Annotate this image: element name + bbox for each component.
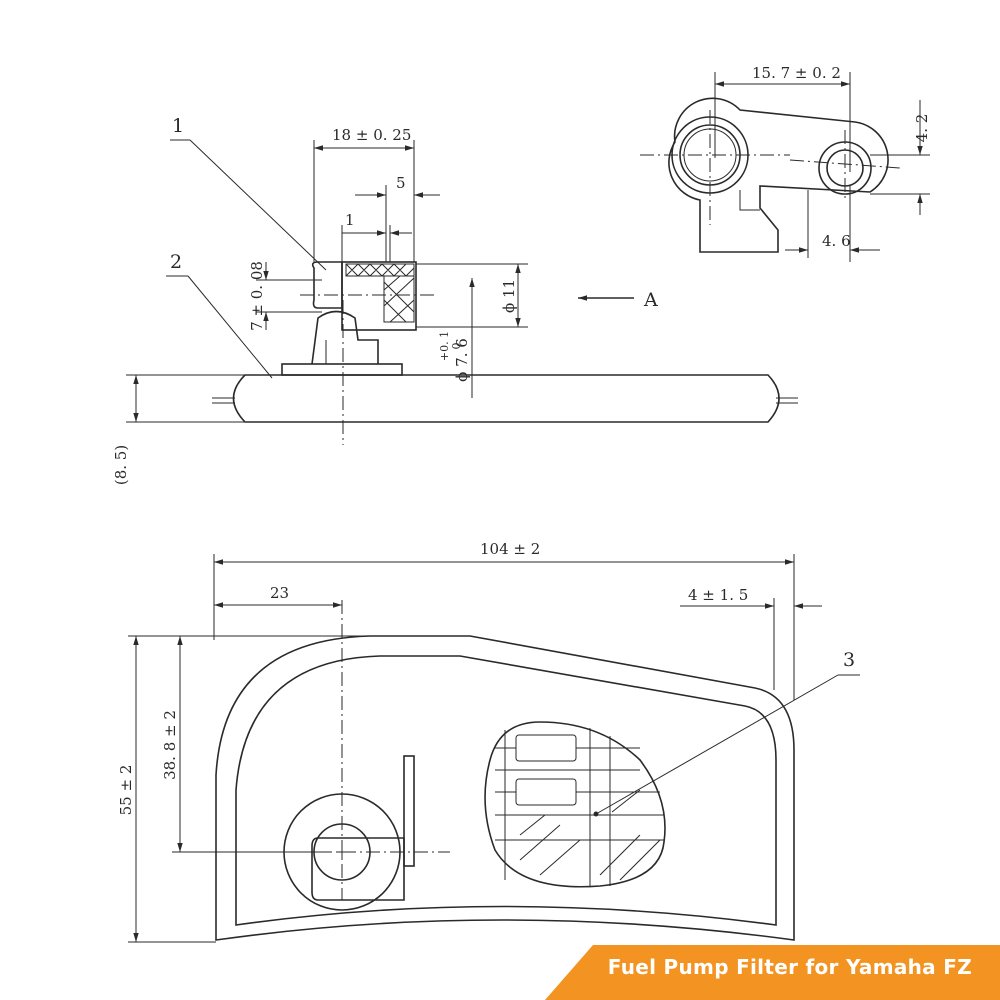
view-arrow-label: A — [643, 289, 658, 311]
dim-edge-offset: 4 ± 1. 5 — [688, 586, 748, 604]
plan-view: 104 ± 2 23 4 ± 1. 5 38. 8 ± 2 55 ± 2 3 — [117, 540, 860, 943]
mesh-pattern — [495, 728, 664, 886]
callout-1: 1 — [172, 115, 184, 137]
dim-center-offset: 23 — [270, 584, 289, 602]
dim-top-small: 4. 6 — [822, 232, 851, 250]
callout-3: 3 — [843, 649, 855, 671]
dim-thickness: (8. 5) — [112, 445, 130, 485]
dim-outlet-length: 18 ± 0. 25 — [332, 126, 411, 144]
dim-outlet-1: 1 — [345, 211, 355, 229]
hatched-band — [345, 263, 415, 323]
dim-outlet-offset: 7 ± 0. 08 — [248, 261, 266, 331]
dim-outlet-5: 5 — [396, 174, 406, 192]
banner-title: Fuel Pump Filter for Yamaha FZ — [607, 955, 972, 979]
dim-inner-tol-lower: 0 — [450, 343, 463, 350]
dim-center-height: 38. 8 ± 2 — [161, 710, 179, 780]
banner-shape — [545, 945, 1000, 1000]
dim-overall-length: 104 ± 2 — [480, 540, 540, 558]
dim-inner-tol-upper: +0. 1 — [438, 331, 451, 361]
dim-inner-diameter: ϕ 7. 6 — [453, 338, 471, 382]
banner-background — [545, 945, 1000, 1000]
dim-outlet-diameter: ϕ 11 — [500, 279, 518, 313]
dim-overall-height: 55 ± 2 — [117, 765, 135, 816]
dim-top-width: 15. 7 ± 0. 2 — [752, 64, 841, 82]
dim-top-height: 4. 2 — [913, 114, 931, 143]
side-view: 18 ± 0. 25 5 1 7 ± 0. 08 ϕ 11 ϕ 7. 6 +0.… — [112, 115, 798, 485]
view-a-detail: 15. 7 ± 0. 2 4. 2 4. 6 — [640, 64, 931, 262]
callout-2: 2 — [170, 251, 182, 273]
